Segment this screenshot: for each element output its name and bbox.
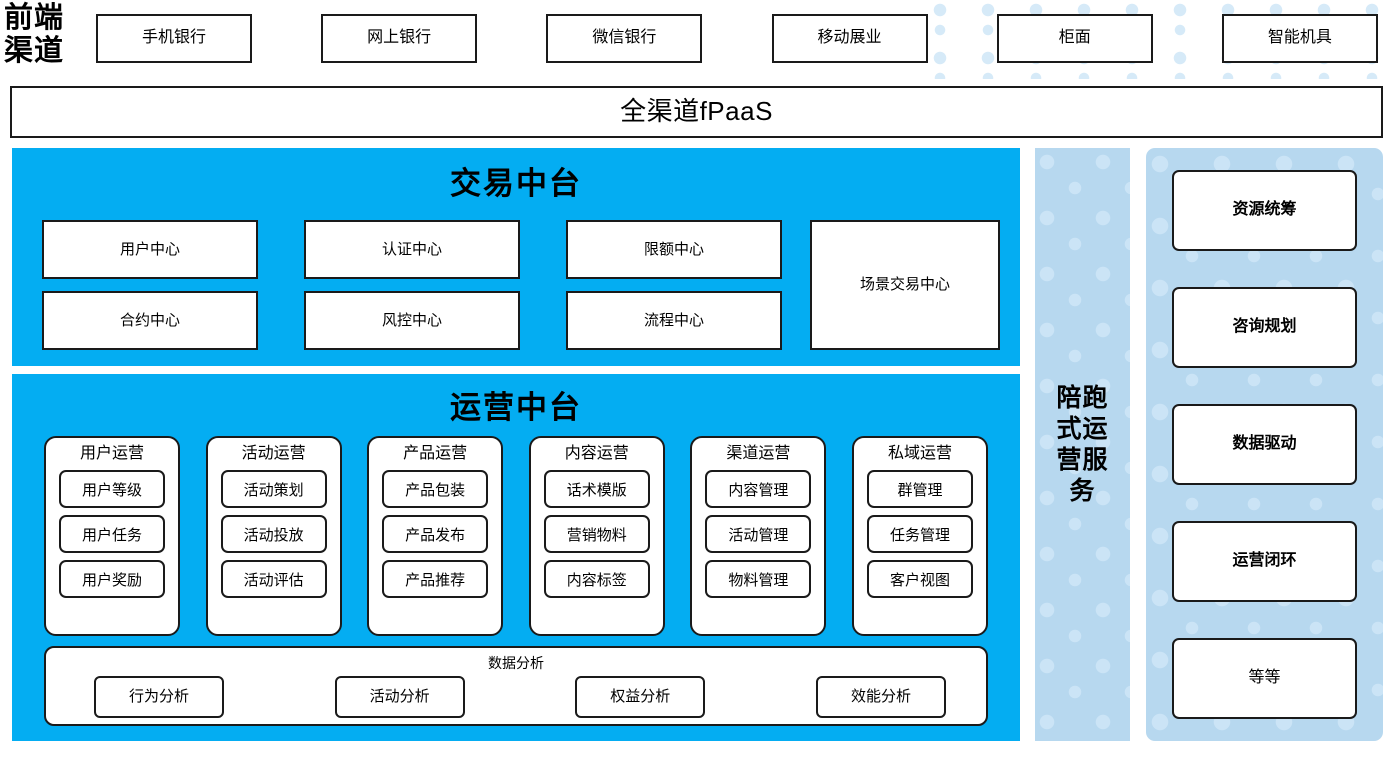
capability-card-consulting[interactable]: 咨询规划 bbox=[1172, 287, 1357, 368]
channel-item-smart-machine[interactable]: 智能机具 bbox=[1221, 14, 1378, 63]
channel-item-mobile-bank[interactable]: 手机银行 bbox=[96, 14, 252, 63]
capability-label: 运营闭环 bbox=[1232, 552, 1297, 570]
trade-center-user[interactable]: 用户中心 bbox=[42, 220, 258, 279]
companion-service-label: 陪跑式运营服务 bbox=[1056, 383, 1109, 505]
channel-label: 手机银行 bbox=[141, 29, 206, 47]
trade-center-contract[interactable]: 合约中心 bbox=[42, 291, 258, 350]
data-analysis-title: 数据分析 bbox=[488, 655, 544, 671]
front-channel-label: 前端渠道 bbox=[4, 2, 65, 67]
ops-item[interactable]: 产品包装 bbox=[382, 470, 489, 508]
ops-column-title: 活动运营 bbox=[241, 445, 306, 462]
ops-column-title: 内容运营 bbox=[564, 445, 629, 462]
ops-column-user: 用户运营 用户等级 用户任务 用户奖励 bbox=[44, 436, 180, 636]
analysis-item-activity[interactable]: 活动分析 bbox=[334, 676, 465, 718]
ops-item[interactable]: 活动投放 bbox=[220, 515, 327, 553]
ops-column-channel: 渠道运营 内容管理 活动管理 物料管理 bbox=[690, 436, 827, 636]
ops-item[interactable]: 活动管理 bbox=[705, 515, 812, 553]
ops-item[interactable]: 话术模版 bbox=[543, 470, 650, 508]
analysis-label: 活动分析 bbox=[369, 688, 430, 706]
ops-platform-panel: 运营中台 用户运营 用户等级 用户任务 用户奖励 活动运营 活动策划 活动投放 … bbox=[12, 374, 1020, 741]
capability-card-etc[interactable]: 等等 bbox=[1172, 638, 1357, 719]
ops-item[interactable]: 产品推荐 bbox=[382, 560, 489, 598]
ops-column-title: 用户运营 bbox=[79, 445, 144, 462]
channel-item-mobile-field[interactable]: 移动展业 bbox=[771, 14, 928, 63]
ops-column-content: 内容运营 话术模版 营销物料 内容标签 bbox=[528, 436, 665, 636]
trade-center-label: 用户中心 bbox=[119, 240, 180, 258]
ops-item[interactable]: 客户视图 bbox=[866, 560, 973, 598]
capability-card-resource[interactable]: 资源统筹 bbox=[1172, 170, 1357, 251]
channel-label: 柜面 bbox=[1058, 29, 1091, 47]
trade-center-scene[interactable]: 场景交易中心 bbox=[810, 220, 1000, 350]
analysis-label: 行为分析 bbox=[128, 688, 189, 706]
trade-platform-title: 交易中台 bbox=[450, 166, 582, 201]
trade-center-process[interactable]: 流程中心 bbox=[566, 291, 782, 350]
capability-panel: 资源统筹 咨询规划 数据驱动 运营闭环 等等 bbox=[1146, 148, 1383, 741]
ops-column-title: 产品运营 bbox=[403, 445, 468, 462]
trade-center-label: 认证中心 bbox=[381, 240, 442, 258]
ops-column-title: 私域运营 bbox=[887, 445, 952, 462]
ops-column-product: 产品运营 产品包装 产品发布 产品推荐 bbox=[367, 436, 504, 636]
ops-item[interactable]: 内容管理 bbox=[705, 470, 812, 508]
trade-center-label: 风控中心 bbox=[381, 311, 442, 329]
ops-item[interactable]: 群管理 bbox=[866, 470, 973, 508]
trade-center-label: 场景交易中心 bbox=[859, 276, 950, 294]
ops-item[interactable]: 用户任务 bbox=[59, 515, 165, 553]
channel-label: 网上银行 bbox=[367, 29, 432, 47]
analysis-item-efficiency[interactable]: 效能分析 bbox=[815, 676, 946, 718]
data-analysis-block: 数据分析 行为分析 活动分析 权益分析 效能分析 bbox=[44, 646, 988, 726]
trade-center-risk[interactable]: 风控中心 bbox=[304, 291, 520, 350]
ops-item[interactable]: 活动评估 bbox=[220, 560, 327, 598]
ops-item[interactable]: 产品发布 bbox=[382, 515, 489, 553]
ops-column-private-domain: 私域运营 群管理 任务管理 客户视图 bbox=[851, 436, 988, 636]
ops-item[interactable]: 用户奖励 bbox=[59, 560, 165, 598]
analysis-label: 效能分析 bbox=[850, 688, 911, 706]
analysis-label: 权益分析 bbox=[610, 688, 671, 706]
data-analysis-list: 行为分析 活动分析 权益分析 效能分析 bbox=[94, 676, 946, 718]
trade-platform-panel: 交易中台 用户中心 认证中心 限额中心 合约中心 风控中心 流程中心 场景交易中… bbox=[12, 148, 1020, 366]
channel-item-online-bank[interactable]: 网上银行 bbox=[321, 14, 478, 63]
channel-label: 微信银行 bbox=[592, 29, 657, 47]
capability-label: 数据驱动 bbox=[1232, 435, 1297, 453]
trade-center-label: 合约中心 bbox=[119, 311, 180, 329]
ops-item[interactable]: 任务管理 bbox=[866, 515, 973, 553]
capability-label: 资源统筹 bbox=[1232, 201, 1297, 219]
trade-center-label: 限额中心 bbox=[643, 240, 704, 258]
analysis-item-benefit[interactable]: 权益分析 bbox=[575, 676, 706, 718]
companion-service-strip: 陪跑式运营服务 bbox=[1035, 148, 1130, 741]
trade-center-grid: 用户中心 认证中心 限额中心 合约中心 风控中心 流程中心 bbox=[42, 220, 782, 350]
analysis-item-behavior[interactable]: 行为分析 bbox=[94, 676, 224, 718]
ops-column-title: 渠道运营 bbox=[726, 445, 791, 462]
channel-label: 智能机具 bbox=[1267, 29, 1332, 47]
trade-center-auth[interactable]: 认证中心 bbox=[304, 220, 520, 279]
omni-channel-bar: 全渠道fPaaS bbox=[10, 86, 1383, 138]
channel-item-wechat-bank[interactable]: 微信银行 bbox=[546, 14, 703, 63]
trade-center-label: 流程中心 bbox=[643, 311, 704, 329]
front-channel-list: 手机银行 网上银行 微信银行 移动展业 柜面 智能机具 bbox=[96, 14, 1378, 63]
ops-item[interactable]: 营销物料 bbox=[543, 515, 650, 553]
front-channel-band: 前端渠道 手机银行 网上银行 微信银行 移动展业 柜面 智能机具 bbox=[0, 0, 1393, 79]
omni-channel-label: 全渠道fPaaS bbox=[620, 96, 773, 127]
ops-column-activity: 活动运营 活动策划 活动投放 活动评估 bbox=[205, 436, 342, 636]
ops-platform-title: 运营中台 bbox=[450, 390, 582, 425]
channel-label: 移动展业 bbox=[817, 29, 882, 47]
capability-card-closed-loop[interactable]: 运营闭环 bbox=[1172, 521, 1357, 602]
ops-item[interactable]: 用户等级 bbox=[59, 470, 165, 508]
channel-item-counter[interactable]: 柜面 bbox=[996, 14, 1153, 63]
capability-label: 咨询规划 bbox=[1232, 318, 1297, 336]
ops-item[interactable]: 内容标签 bbox=[543, 560, 650, 598]
ops-item[interactable]: 物料管理 bbox=[705, 560, 812, 598]
trade-center-limit[interactable]: 限额中心 bbox=[566, 220, 782, 279]
capability-label: 等等 bbox=[1248, 669, 1281, 687]
ops-column-list: 用户运营 用户等级 用户任务 用户奖励 活动运营 活动策划 活动投放 活动评估 … bbox=[44, 436, 988, 636]
ops-item[interactable]: 活动策划 bbox=[220, 470, 327, 508]
capability-card-data-driven[interactable]: 数据驱动 bbox=[1172, 404, 1357, 485]
